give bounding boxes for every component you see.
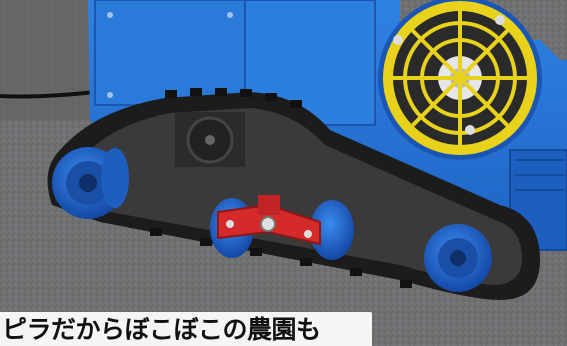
power-cable [0, 90, 96, 99]
caption-text: ピラだからぼこぼこの農園も [2, 315, 321, 344]
caption-band: ピラだからぼこぼこの農園も [0, 312, 372, 346]
blue-road-wheel-icon [424, 224, 492, 292]
crawler-track-icon [47, 88, 540, 300]
blue-road-wheel-icon [52, 147, 129, 219]
yellow-fan-guard-icon [378, 0, 542, 160]
red-bogie-bracket-icon [217, 195, 321, 246]
